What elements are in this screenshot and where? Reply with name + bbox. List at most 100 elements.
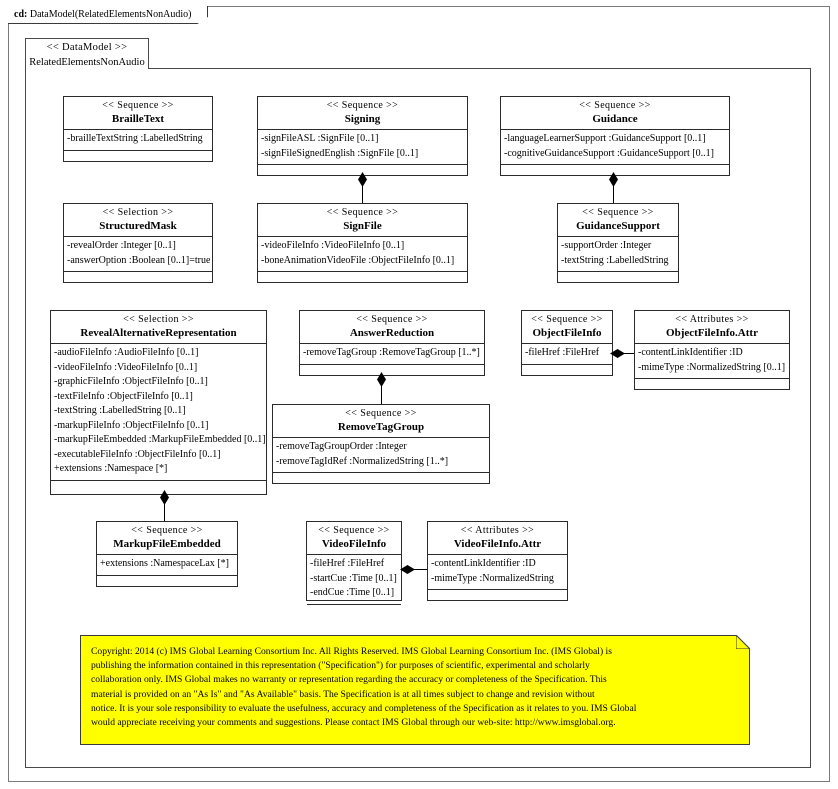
class-name: Guidance — [592, 113, 638, 125]
composition-line-signing-signfile — [362, 176, 363, 204]
class-operations — [558, 272, 678, 287]
attribute-row: -brailleTextString :LabelledString — [67, 133, 203, 144]
class-box-markupfileembedded[interactable]: << Sequence >> MarkupFileEmbedded +exten… — [96, 521, 238, 587]
note-line: notice. It is your sole responsibility t… — [91, 702, 637, 714]
class-attributes: -languageLearnerSupport :GuidanceSupport… — [501, 130, 729, 165]
package-stereotype: << DataModel >> — [46, 42, 128, 53]
class-name: RemoveTagGroup — [337, 421, 425, 433]
attribute-row: -textString :LabelledString [0..1] — [54, 405, 186, 416]
class-stereotype: << Sequence >> — [579, 100, 651, 111]
note-line: publishing the information contained in … — [91, 660, 590, 672]
attribute-row: -contentLinkIdentifier :ID — [638, 347, 743, 358]
class-attributes: +extensions :NamespaceLax [*] — [97, 555, 237, 576]
class-operations — [307, 605, 401, 620]
class-name: MarkupFileEmbedded — [113, 538, 221, 550]
class-box-videofileinfo[interactable]: << Sequence >> VideoFileInfo -fileHref :… — [306, 521, 402, 605]
class-box-answerreduction[interactable]: << Sequence >> AnswerReduction -removeTa… — [299, 310, 485, 376]
class-box-guidancesupport[interactable]: << Sequence >> GuidanceSupport -supportO… — [557, 203, 679, 283]
class-box-signfile[interactable]: << Sequence >> SignFile -videoFileInfo :… — [257, 203, 468, 283]
class-header: << Sequence >> ObjectFileInfo — [522, 311, 612, 344]
class-name: VideoFileInfo.Attr — [453, 538, 542, 550]
class-box-objectfileinfo-attr[interactable]: << Attributes >> ObjectFileInfo.Attr -co… — [634, 310, 790, 390]
class-name: ObjectFileInfo.Attr — [666, 327, 758, 339]
class-stereotype: << Selection >> — [102, 207, 174, 218]
composition-diamond-videofileinfo — [400, 565, 415, 574]
class-operations — [51, 481, 266, 496]
class-attributes: -removeTagGroupOrder :Integer -removeTag… — [273, 438, 489, 473]
class-box-guidance[interactable]: << Sequence >> Guidance -languageLearner… — [500, 96, 730, 176]
note-fold-corner-icon — [736, 635, 750, 649]
note-line: collaboration only. IMS Global makes no … — [91, 674, 607, 686]
attribute-row: -graphicFileInfo :ObjectFileInfo [0..1] — [54, 376, 208, 387]
composition-diamond-answerreduction — [377, 372, 386, 387]
package-name: RelatedElementsNonAudio — [29, 57, 145, 68]
class-name: Signing — [344, 113, 381, 125]
class-attributes: -brailleTextString :LabelledString — [64, 130, 212, 151]
class-stereotype: << Attributes >> — [675, 314, 749, 325]
class-operations — [273, 473, 489, 488]
class-name: SignFile — [343, 220, 382, 232]
class-name: RevealAlternativeRepresentation — [80, 327, 237, 339]
attribute-row: -markupFileEmbedded :MarkupFileEmbedded … — [54, 434, 266, 445]
attribute-row: -contentLinkIdentifier :ID — [431, 558, 536, 569]
class-operations — [522, 365, 612, 380]
attribute-row: -mimeType :NormalizedString — [431, 572, 554, 584]
class-box-removetaggroup[interactable]: << Sequence >> RemoveTagGroup -removeTag… — [272, 404, 490, 484]
class-box-structuredmask[interactable]: << Selection >> StructuredMask -revealOr… — [63, 203, 213, 283]
note-line: Copyright: 2014 (c) IMS Global Learning … — [91, 646, 612, 657]
class-box-brailletext[interactable]: << Sequence >> BrailleText -brailleTextS… — [63, 96, 213, 162]
class-box-revealalternativerepresentation[interactable]: << Selection >> RevealAlternativeReprese… — [50, 310, 267, 495]
class-name: AnswerReduction — [349, 327, 435, 339]
class-header: << Sequence >> RemoveTagGroup — [273, 405, 489, 438]
class-header: << Sequence >> Signing — [258, 97, 467, 130]
class-box-signing[interactable]: << Sequence >> Signing -signFileASL :Sig… — [257, 96, 468, 176]
class-name: GuidanceSupport — [576, 220, 660, 232]
attribute-row: -removeTagGroup :RemoveTagGroup [1..*] — [303, 347, 480, 358]
class-header: << Sequence >> SignFile — [258, 204, 467, 237]
composition-diamond-reveal — [160, 490, 169, 505]
attribute-row: +extensions :Namespace [*] — [54, 463, 168, 474]
attribute-row: -startCue :Time [0..1] — [310, 572, 397, 584]
class-stereotype: << Sequence >> — [318, 525, 390, 536]
attribute-row: -signFileSignedEnglish :SignFile [0..1] — [261, 147, 419, 159]
copyright-note: Copyright: 2014 (c) IMS Global Learning … — [80, 635, 750, 745]
class-header: << Sequence >> AnswerReduction — [300, 311, 484, 344]
class-operations — [428, 590, 567, 605]
composition-diamond-guidance — [609, 172, 618, 187]
attribute-row: -markupFileInfo :ObjectFileInfo [0..1] — [54, 419, 209, 431]
composition-line-reveal-markupfileembedded — [164, 495, 165, 521]
class-operations — [64, 151, 212, 166]
composition-diamond-signing — [358, 172, 367, 187]
composition-line-answerreduction-removetaggroup — [381, 376, 382, 405]
frame-tab-title: DataModel(RelatedElementsNonAudio) — [29, 9, 192, 20]
frame-tab-prefix: cd: — [14, 9, 28, 20]
attribute-row: -audioFileInfo :AudioFileInfo [0..1] — [54, 347, 199, 358]
attribute-row: -fileHref :FileHref — [525, 347, 600, 358]
class-attributes: -revealOrder :Integer [0..1] -answerOpti… — [64, 237, 212, 272]
class-stereotype: << Sequence >> — [582, 207, 654, 218]
class-operations — [64, 272, 212, 287]
class-box-videofileinfo-attr[interactable]: << Attributes >> VideoFileInfo.Attr -con… — [427, 521, 568, 601]
class-header: << Attributes >> ObjectFileInfo.Attr — [635, 311, 789, 344]
class-operations — [258, 272, 467, 287]
class-stereotype: << Sequence >> — [345, 408, 417, 419]
composition-diamond-objectfileinfo — [610, 349, 625, 358]
attribute-row: +extensions :NamespaceLax [*] — [100, 558, 229, 569]
class-operations — [97, 576, 237, 591]
attribute-row: -fileHref :FileHref — [310, 558, 385, 569]
class-header: << Attributes >> VideoFileInfo.Attr — [428, 522, 567, 555]
class-name: VideoFileInfo — [321, 538, 387, 550]
attribute-row: -mimeType :NormalizedString [0..1] — [638, 361, 786, 373]
class-stereotype: << Sequence >> — [326, 100, 399, 111]
class-stereotype: << Sequence >> — [326, 207, 399, 218]
composition-line-guidance-guidancesupport — [613, 176, 614, 204]
class-attributes: -removeTagGroup :RemoveTagGroup [1..*] — [300, 344, 484, 365]
class-box-objectfileinfo[interactable]: << Sequence >> ObjectFileInfo -fileHref … — [521, 310, 613, 376]
class-header: << Sequence >> Guidance — [501, 97, 729, 130]
class-stereotype: << Sequence >> — [102, 100, 174, 111]
class-name: StructuredMask — [99, 220, 177, 232]
class-name: BrailleText — [111, 113, 165, 125]
class-operations — [300, 365, 484, 380]
attribute-row: -textFileInfo :ObjectFileInfo [0..1] — [54, 390, 193, 402]
